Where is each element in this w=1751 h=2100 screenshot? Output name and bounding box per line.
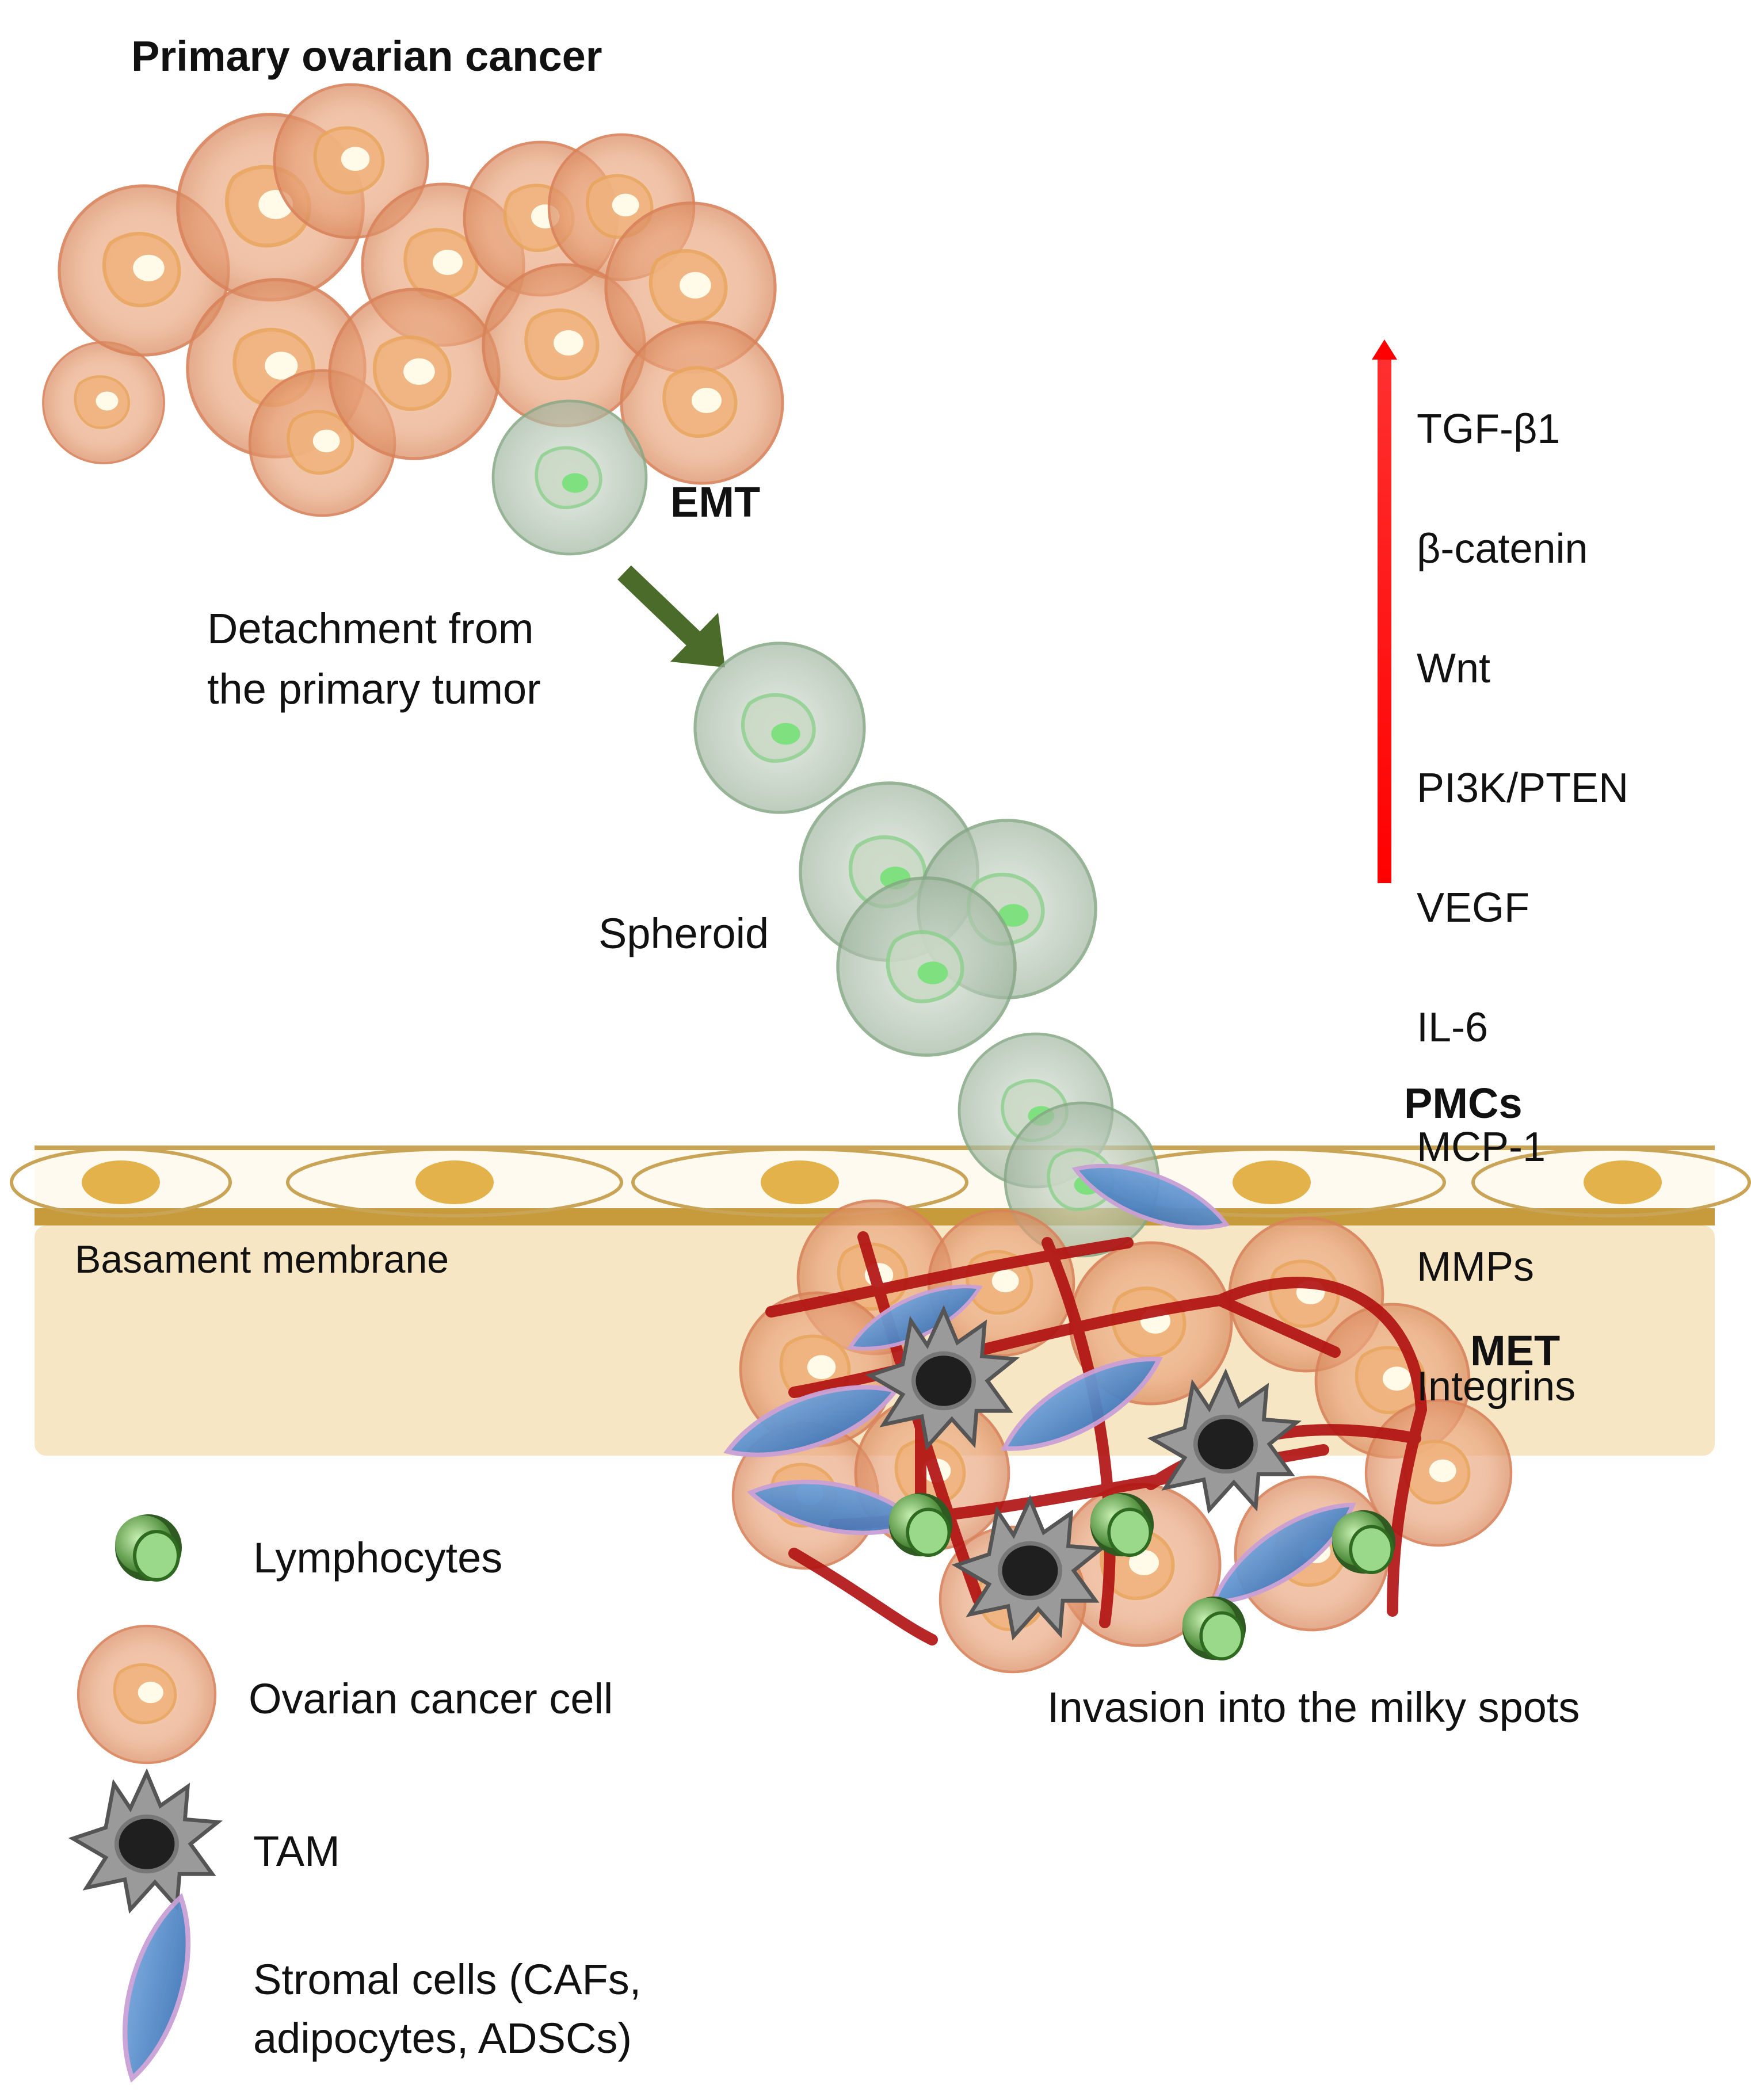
emt-label: EMT [670, 478, 761, 526]
upregulated-factors-list: TGF-β1 β-catenin Wnt PI3K/PTEN VEGF IL-6… [1417, 339, 1628, 1476]
emt-cell [493, 401, 646, 554]
primary-tumor-cluster [43, 85, 783, 516]
upregulation-arrow [1372, 339, 1397, 883]
factor-item: IL-6 [1417, 1005, 1489, 1051]
legend-tam-label: TAM [253, 1827, 340, 1875]
basement-membrane-label: Basament membrane [75, 1238, 449, 1281]
stromal-cell-icon [85, 1894, 229, 2082]
invasion-label: Invasion into the milky spots [1047, 1683, 1580, 1731]
detachment-label: Detachment from the primary tumor [207, 605, 541, 713]
factor-item: MMPs [1417, 1244, 1534, 1290]
lymphocyte-icon [115, 1514, 182, 1581]
factor-item: MCP-1 [1417, 1124, 1546, 1170]
legend-cancer-cell-label: Ovarian cancer cell [249, 1675, 613, 1723]
tam-icon [73, 1773, 218, 1910]
diagram-title: Primary ovarian cancer [131, 32, 602, 80]
legend-lymphocytes-label: Lymphocytes [253, 1534, 503, 1582]
factor-item: β-catenin [1417, 526, 1588, 572]
factor-item: VEGF [1417, 885, 1530, 931]
factor-item: PI3K/PTEN [1417, 765, 1629, 811]
spheroid-cluster [800, 783, 1096, 1055]
factor-item: Integrins [1417, 1364, 1576, 1410]
legend-stromal-label: Stromal cells (CAFs, adipocytes, ADSCs) [253, 1956, 642, 2062]
milky-spot-region [723, 1131, 1511, 1672]
pmcs-label: PMCs [1404, 1079, 1523, 1127]
factor-item: TGF-β1 [1417, 406, 1561, 452]
met-label: MET [1470, 1327, 1561, 1374]
spheroid-label: Spheroid [598, 910, 769, 957]
detached-cell [695, 643, 864, 812]
detachment-arrow [617, 565, 725, 667]
cancer-cell-icon [78, 1626, 215, 1763]
factor-item: Wnt [1417, 646, 1491, 692]
